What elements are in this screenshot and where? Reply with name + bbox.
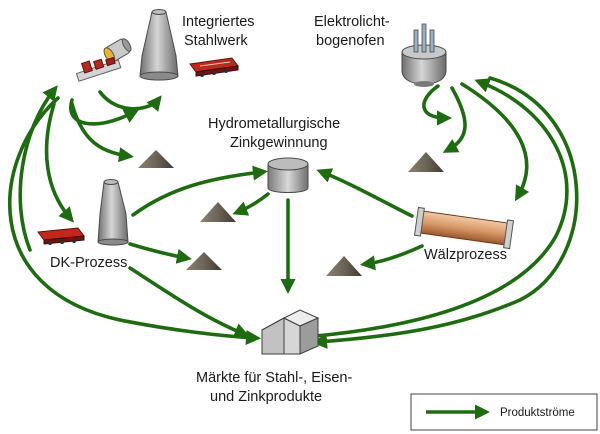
arrow-steelworks-feedback	[98, 90, 162, 112]
arrow-waelz-to-hydro	[316, 168, 414, 218]
arrow-hydro-to-dust	[232, 192, 270, 216]
arrow-steelworks-loop	[68, 98, 140, 126]
label-markets-1: Märkte für Stahl-, Eisen-	[196, 370, 352, 386]
arrow-dk-to-dust	[128, 242, 192, 264]
tower-furnace-icon	[139, 9, 179, 81]
conveyor-icon	[37, 227, 85, 245]
leach-tank-icon	[267, 157, 309, 193]
dust-pile-icon	[326, 256, 362, 276]
legend: Produktströme	[410, 393, 598, 431]
label-integrated-steelworks-1: Integriertes	[182, 14, 255, 30]
arrow-steelworks-to-markets	[8, 96, 262, 346]
arrow-markets-to-eaf	[314, 78, 569, 338]
conveyor-icon	[189, 57, 239, 77]
arrow-steelworks-to-dk	[44, 102, 74, 223]
dust-pile-icon	[186, 252, 222, 270]
label-electric-arc-1: Elektrolicht-	[314, 14, 390, 30]
dust-pile-icon	[200, 202, 236, 222]
tower-furnace-icon	[97, 179, 129, 246]
arrow-steelworks-to-dust	[70, 102, 134, 163]
label-hydro-2: Zinkgewinnung	[230, 135, 328, 151]
label-dk-process: DK-Prozess	[50, 255, 127, 271]
label-integrated-steelworks-2: Stahlwerk	[184, 33, 248, 49]
arrow-eaf-loop	[422, 84, 453, 126]
casting-unit-icon	[75, 56, 122, 82]
label-hydro-1: Hydrometallurgische	[208, 116, 340, 132]
dust-pile-icon	[138, 150, 174, 168]
arrow-dk-to-hydro	[131, 165, 269, 217]
legend-label: Produktströme	[500, 407, 575, 419]
arrow-dk-to-steelworks	[18, 85, 58, 252]
arrow-dk-to-markets	[128, 266, 250, 338]
dust-pile-icon	[408, 152, 444, 172]
product-flow-arrows	[8, 76, 579, 349]
label-waelz-process: Wälzprozess	[424, 247, 507, 263]
rotary-kiln-icon	[413, 206, 515, 250]
label-electric-arc-2: bogenofen	[316, 33, 385, 49]
market-house-icon	[261, 309, 320, 355]
label-markets-2: und Zinkprodukte	[210, 389, 322, 405]
arrow-eaf-to-waelz	[460, 82, 530, 202]
arrow-eaf-to-markets	[311, 76, 579, 349]
arrow-eaf-to-dust	[442, 86, 467, 153]
electric-arc-furnace-icon	[401, 23, 447, 87]
arrow-waelz-to-dust	[359, 244, 424, 271]
